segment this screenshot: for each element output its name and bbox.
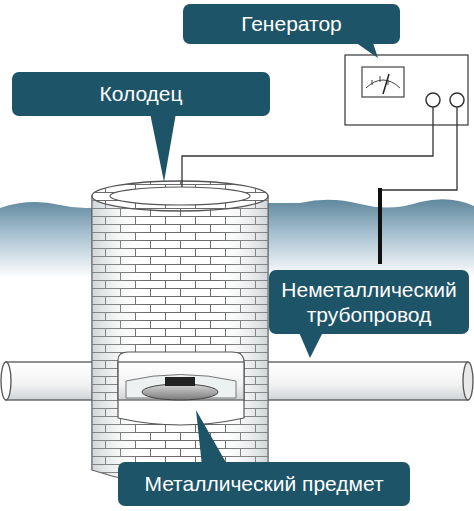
callout-box: Неметаллический трубопровод (269, 270, 469, 334)
callout-label: Колодец (99, 81, 182, 106)
callout-box: Металлический предмет (118, 462, 410, 506)
callout-box: Генератор (183, 4, 400, 44)
ground-stake (378, 188, 382, 264)
well (92, 181, 268, 485)
pipe (1, 362, 473, 400)
callout-box: Колодец (12, 72, 270, 116)
generator (345, 55, 468, 125)
callout-label: Неметаллический трубопровод (279, 277, 459, 327)
callout-label: Генератор (241, 11, 342, 36)
wires (182, 107, 457, 190)
callout-label: Металлический предмет (144, 471, 383, 496)
